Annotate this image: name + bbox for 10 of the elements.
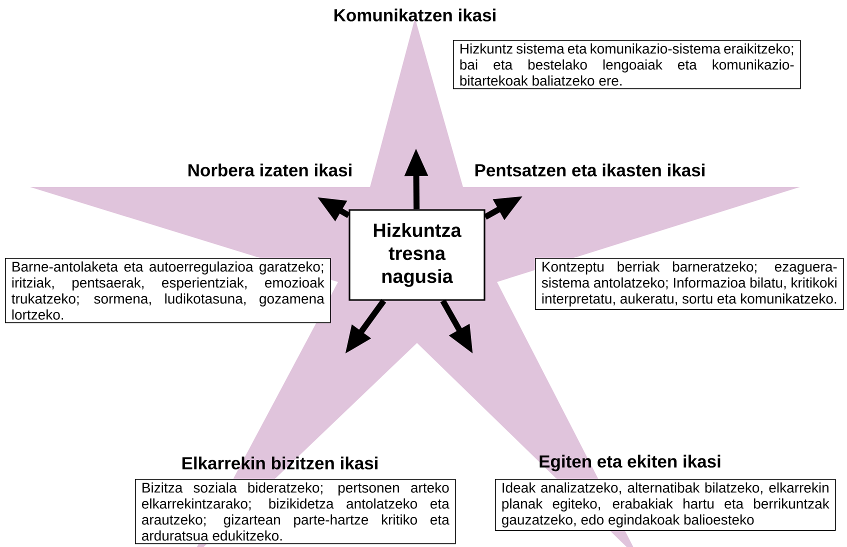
- center-box: Hizkuntza tresna nagusia: [348, 209, 486, 301]
- heading: Pentsatzen eta ikasten ikasi: [475, 164, 704, 176]
- heading: Norbera izaten ikasi: [188, 164, 352, 176]
- description-box: Bizitza soziala bideratzeko; pertsonen arteko elkarrekintzarako; bizikidetza antolatzeko eta arautzeko; gizartean parte-hartze kritiko eta arduratsua edukitzeko.: [135, 479, 456, 544]
- description-box: Hizkuntz sistema eta komunikazio-sistema eraikitzeko; bai eta bestelako lengoaiak eta komunikazio-bitartekoak baliatzeko ere.: [453, 40, 801, 90]
- description-box: Kontzeptu berriak barneratzeko; ezaguera-sistema antolatzeko; Informazioa bilatu, kritikoki interpretatu, aukeratu, sortu eta komunikatzeko.: [535, 258, 844, 310]
- description-box: Ideak analizatzeko, alternatibak bilatzeko, elkarrekin planak egiteko, erabakiak hartu eta berrikuntzak gauzatzeko, edo egindakoak balioesteko: [495, 479, 836, 531]
- description-box: Barne-antolaketa eta autoerregulazioa garatzeko; iritziak, pentsaerak, esperientziak, emozioak trukatzeko; sormena, ludikotasuna, gozamena lortzeko.: [5, 258, 331, 324]
- heading: Komunikatzen ikasi: [334, 8, 496, 22]
- heading: Egiten eta ekiten ikasi: [540, 454, 720, 472]
